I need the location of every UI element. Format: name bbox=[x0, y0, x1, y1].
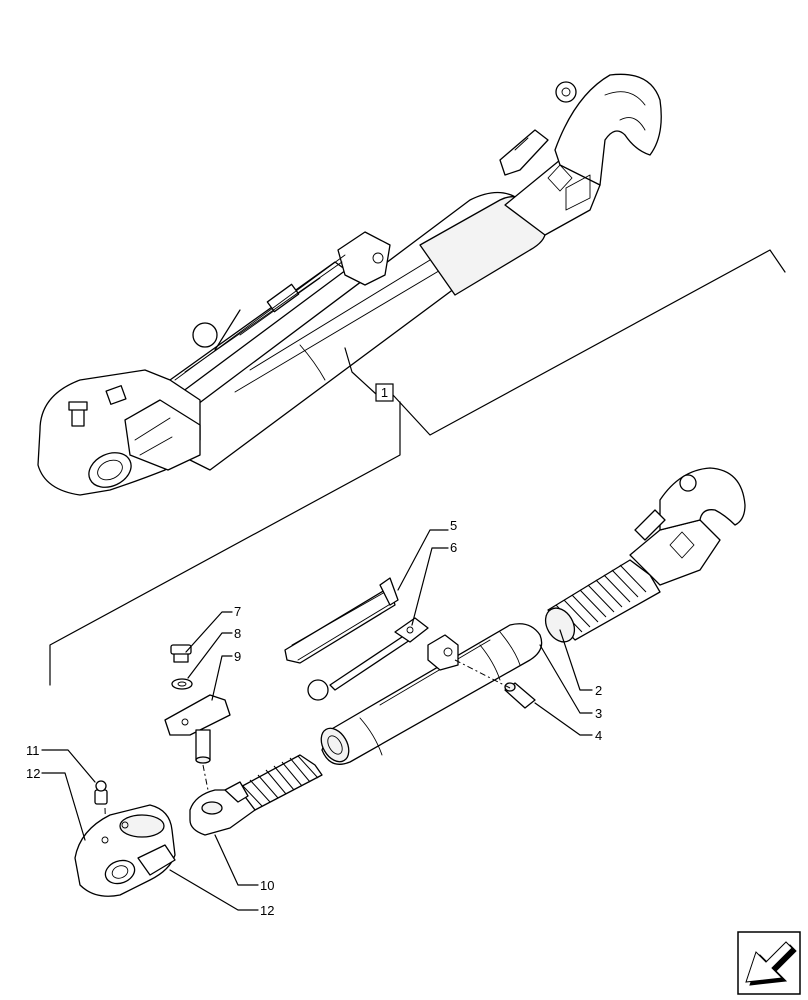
callout-9-label: 9 bbox=[234, 649, 241, 664]
callout-5-label: 5 bbox=[450, 518, 457, 533]
callout-12-upper-label: 12 bbox=[26, 766, 40, 781]
callout-8-label: 8 bbox=[234, 626, 241, 641]
part-3-tube bbox=[320, 623, 543, 765]
part-7-bolt bbox=[170, 644, 192, 663]
callout-12-lower-label: 12 bbox=[260, 903, 274, 918]
part-6-rod bbox=[307, 617, 429, 701]
callout-leaders bbox=[41, 529, 593, 911]
part-8-washer bbox=[171, 678, 193, 690]
callout-10-label: 10 bbox=[260, 878, 274, 893]
callout-3-label: 3 bbox=[595, 706, 602, 721]
clevis-bracket bbox=[427, 634, 459, 671]
callout-1-label: 1 bbox=[381, 385, 388, 400]
callout-1: 1 bbox=[375, 383, 394, 402]
callout-1-leaders bbox=[49, 249, 786, 686]
callout-2-label: 2 bbox=[595, 683, 602, 698]
part-2-hook-threaded bbox=[544, 467, 746, 643]
callout-11-label: 11 bbox=[26, 743, 40, 758]
callout-4-label: 4 bbox=[595, 728, 602, 743]
part-10-threaded-eye bbox=[189, 754, 323, 836]
callout-6-label: 6 bbox=[450, 540, 457, 555]
part-9-plate bbox=[164, 694, 231, 764]
part-5-bracket bbox=[284, 577, 399, 664]
callout-labels: 5 6 7 8 9 2 3 4 11 12 10 12 bbox=[26, 518, 602, 918]
part-12-eye-block bbox=[74, 804, 176, 897]
part-11-grease-nipple bbox=[94, 780, 108, 805]
top-link-assembly bbox=[37, 73, 662, 496]
part-4-pin bbox=[504, 682, 536, 709]
arrow-left-icon[interactable] bbox=[737, 931, 801, 995]
callout-7-label: 7 bbox=[234, 604, 241, 619]
